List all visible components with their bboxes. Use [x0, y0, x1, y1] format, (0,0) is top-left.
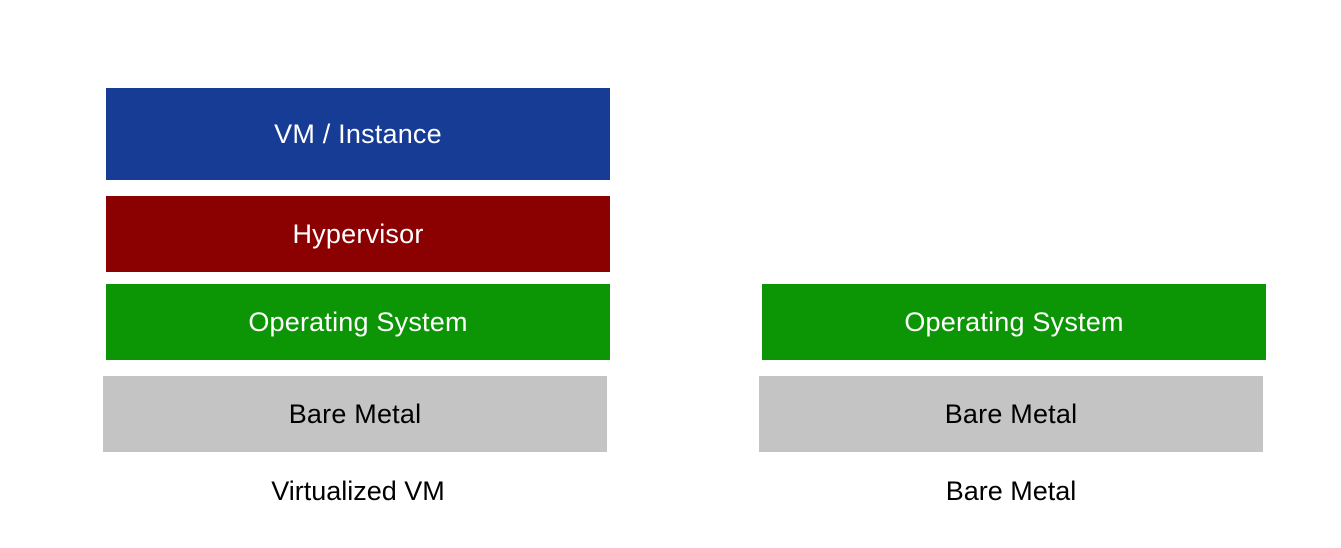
- bare-metal-label: Bare Metal: [288, 398, 422, 429]
- hypervisor-label: Hypervisor: [292, 218, 424, 249]
- bare-metal-label: Bare Metal: [944, 398, 1078, 429]
- operating-system-layer: Operating System: [106, 284, 610, 360]
- vm-instance-layer: VM / Instance: [106, 88, 610, 180]
- operating-system-label: Operating System: [904, 306, 1124, 337]
- bare-metal-layer: Bare Metal: [759, 376, 1263, 452]
- virtualized-vm-caption: Virtualized VM: [271, 475, 445, 506]
- hypervisor-layer: Hypervisor: [106, 196, 610, 272]
- vm-instance-label: VM / Instance: [274, 118, 442, 149]
- operating-system-layer: Operating System: [762, 284, 1266, 360]
- bare-metal-caption: Bare Metal: [945, 475, 1077, 506]
- operating-system-label: Operating System: [248, 306, 468, 337]
- bare-metal-layer: Bare Metal: [103, 376, 607, 452]
